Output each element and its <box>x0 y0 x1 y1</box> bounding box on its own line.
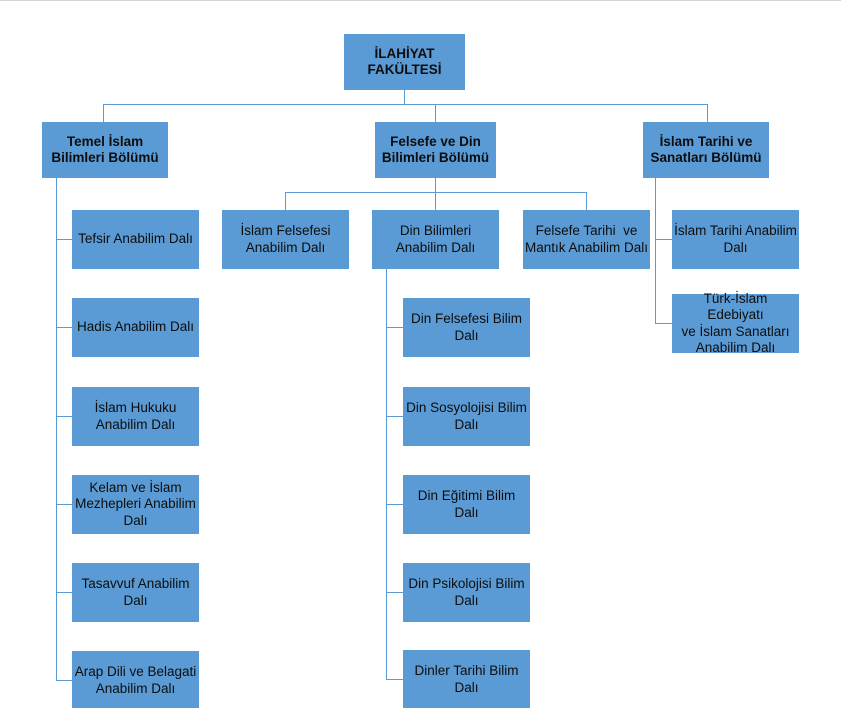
connector-stub-islam-hukuku <box>56 416 73 417</box>
node-felsefe-tarihi-ve-mantik-anabilim-dali[interactable]: Felsefe Tarihi ve Mantık Anabilim Dalı <box>523 210 650 269</box>
node-ilahiyat-fakultesi[interactable]: İLAHİYAT FAKÜLTESİ <box>344 34 465 90</box>
node-arap-dili-ve-belagati-anabilim-dali[interactable]: Arap Dili ve Belagati Anabilim Dalı <box>72 651 199 708</box>
connector-drop-dept-2 <box>435 104 436 122</box>
node-felsefe-ve-din-bilimleri-bolumu[interactable]: Felsefe ve Din Bilimleri Bölümü <box>375 122 496 178</box>
connector-root-bus <box>103 104 708 105</box>
node-turk-islam-edebiyati-ve-islam-sanatlari-anabilim-dali[interactable]: Türk-İslam Edebiyatı ve İslam Sanatları … <box>672 291 799 355</box>
connector-drop-islam-felsefesi <box>285 192 286 210</box>
connector-spine-temel-islam <box>56 178 57 680</box>
node-hadis-anabilim-dali[interactable]: Hadis Anabilim Dalı <box>72 298 199 357</box>
connector-drop-dept-3 <box>707 104 708 122</box>
connector-stub-dinler-tarihi <box>386 679 403 680</box>
connector-spine-islam-tarihi <box>655 178 656 324</box>
node-din-bilimleri-anabilim-dali[interactable]: Din Bilimleri Anabilim Dalı <box>372 210 499 269</box>
connector-stub-tefsir <box>56 239 73 240</box>
node-islam-hukuku-anabilim-dali[interactable]: İslam Hukuku Anabilim Dalı <box>72 387 199 446</box>
node-islam-tarihi-anabilim-dali[interactable]: İslam Tarihi Anabilim Dalı <box>672 210 799 269</box>
connector-root-stem <box>404 90 405 104</box>
node-din-egitimi-bilim-dali[interactable]: Din Eğitimi Bilim Dalı <box>403 475 530 534</box>
node-tefsir-anabilim-dali[interactable]: Tefsir Anabilim Dalı <box>72 210 199 269</box>
connector-drop-din-bilimleri <box>435 192 436 210</box>
connector-drop-dept-1 <box>103 104 104 122</box>
connector-stub-arap-dili <box>56 680 73 681</box>
node-din-sosyolojisi-bilim-dali[interactable]: Din Sosyolojisi Bilim Dalı <box>403 387 530 446</box>
connector-stem-felsefe-din <box>435 178 436 192</box>
node-temel-islam-bilimleri-bolumu[interactable]: Temel İslam Bilimleri Bölümü <box>42 122 168 178</box>
node-islam-felsefesi-anabilim-dali[interactable]: İslam Felsefesi Anabilim Dalı <box>222 210 349 269</box>
node-islam-tarihi-ve-sanatlari-bolumu[interactable]: İslam Tarihi ve Sanatları Bölümü <box>643 122 769 178</box>
connector-stub-turk-islam <box>655 323 672 324</box>
connector-stub-islam-tarihi-ad <box>655 239 672 240</box>
node-tasavvuf-anabilim-dali[interactable]: Tasavvuf Anabilim Dalı <box>72 563 199 622</box>
connector-stub-hadis <box>56 327 73 328</box>
node-din-felsefesi-bilim-dali[interactable]: Din Felsefesi Bilim Dalı <box>403 298 530 357</box>
connector-drop-felsefe-tarihi <box>586 192 587 210</box>
connector-stub-din-sosyolojisi <box>386 416 403 417</box>
connector-stub-din-egitimi <box>386 504 403 505</box>
connector-stub-kelam <box>56 504 73 505</box>
node-kelam-ve-islam-mezhepleri-anabilim-dali[interactable]: Kelam ve İslam Mezhepleri Anabilim Dalı <box>72 475 199 534</box>
node-dinler-tarihi-bilim-dali[interactable]: Dinler Tarihi Bilim Dalı <box>403 650 530 708</box>
node-din-psikolojisi-bilim-dali[interactable]: Din Psikolojisi Bilim Dalı <box>403 563 530 622</box>
connector-stub-tasavvuf <box>56 592 73 593</box>
connector-stub-din-felsefesi <box>386 327 403 328</box>
connector-stub-din-psikolojisi <box>386 592 403 593</box>
connector-spine-din-bilimleri <box>386 267 387 679</box>
